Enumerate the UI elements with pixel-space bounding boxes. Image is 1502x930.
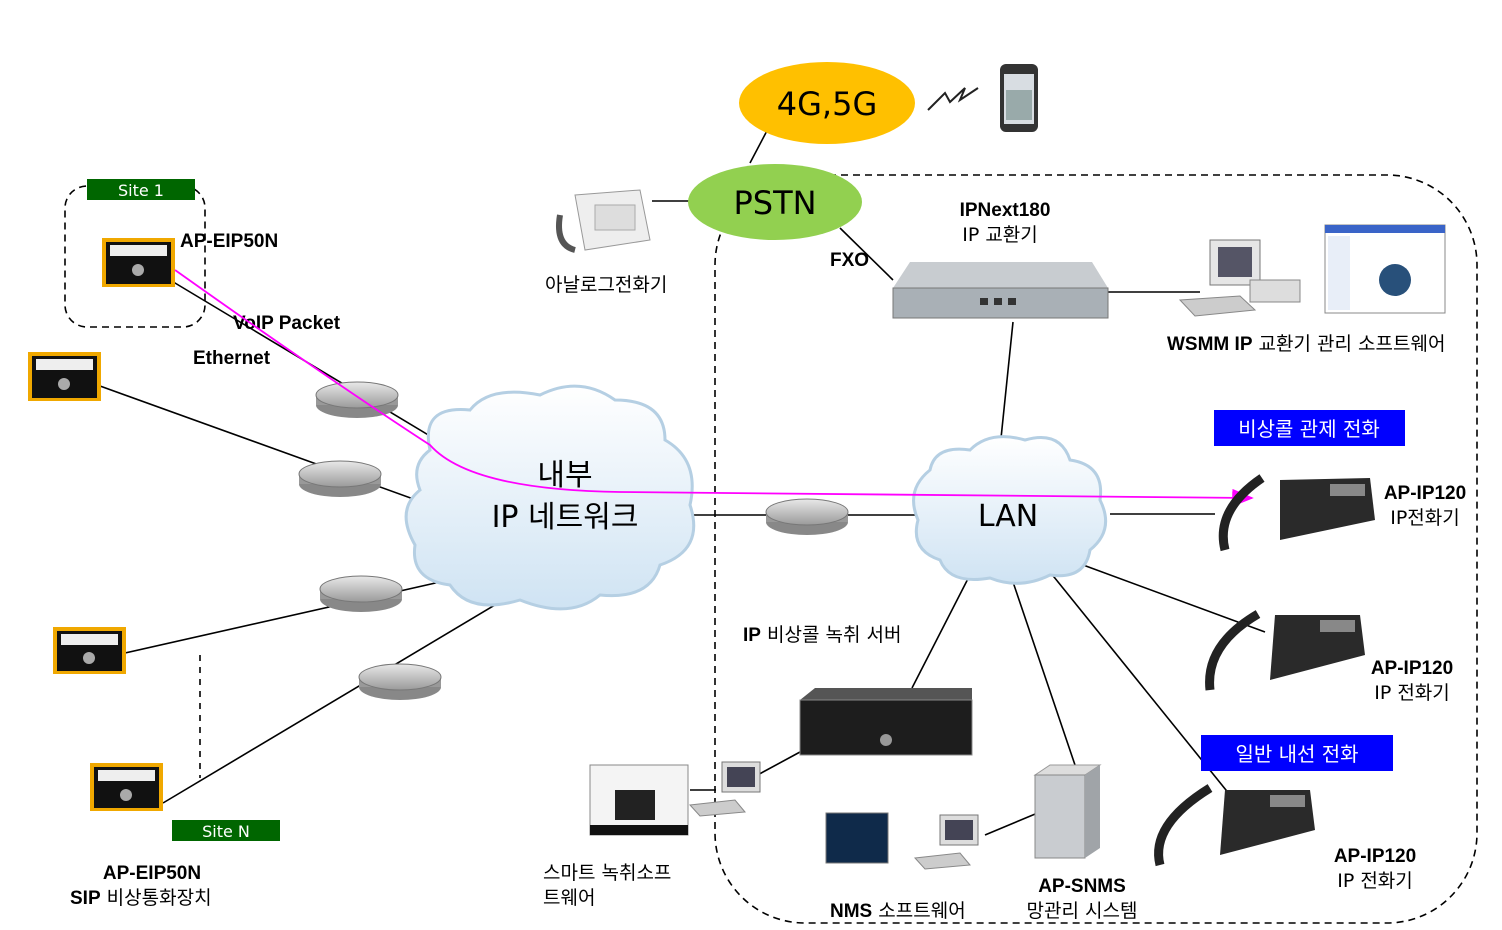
smartphone-icon <box>1000 64 1038 132</box>
router-icon <box>358 663 442 700</box>
phone1-model: AP-IP120 <box>1384 483 1466 504</box>
smart-recording-screenshot <box>589 764 689 836</box>
site1-badge <box>87 179 195 200</box>
site1-label: Site 1 <box>118 181 164 200</box>
recording-server-icon <box>799 688 973 756</box>
phone3-model: AP-IP120 <box>1334 846 1416 867</box>
nms-label: NMS 소프트웨어 <box>830 900 966 922</box>
nms-screenshot <box>825 812 889 864</box>
smart-recording-label-2: 트웨어 <box>543 887 595 909</box>
router-icon <box>298 460 382 497</box>
emergency-call-device-icon <box>28 352 101 401</box>
internal-ip-network-cloud <box>404 384 696 611</box>
snms-desc: 망관리 시스템 <box>1027 900 1138 922</box>
pstn-node <box>688 164 862 240</box>
phone2-model: AP-IP120 <box>1371 658 1453 679</box>
recording-pc-icon <box>688 761 761 817</box>
siteN-badge <box>172 820 280 841</box>
recording-server-label: IP 비상콜 녹취 서버 <box>743 624 901 646</box>
connection-lines <box>99 124 1266 836</box>
ip-pbx-device-icon <box>892 262 1109 319</box>
snms-model: AP-SNMS <box>1038 876 1126 897</box>
snms-server-tower-icon <box>1033 764 1102 859</box>
mobile-network-label: 4G,5G <box>777 85 877 123</box>
nms-pc-icon <box>913 814 979 870</box>
management-pc-icon <box>1178 239 1301 317</box>
voip-packet-label: VoIP Packet <box>233 313 341 334</box>
ethernet-label: Ethernet <box>193 348 271 369</box>
wsmm-label: WSMM IP 교환기 관리 소프트웨어 <box>1167 333 1445 355</box>
mobile-network-node <box>739 62 915 144</box>
bottom-device-model: AP-EIP50N <box>103 863 201 884</box>
fxo-label: FXO <box>830 250 869 271</box>
siteN-label: Site N <box>202 822 250 841</box>
emergency-call-device-icon <box>90 763 163 811</box>
phone1-desc: IP전화기 <box>1390 507 1460 529</box>
phone3-desc: IP 전화기 <box>1337 870 1413 892</box>
router-icon <box>315 381 399 418</box>
emergency-control-label: 비상콜 관제 전화 <box>1238 417 1380 441</box>
pstn-label: PSTN <box>733 184 816 222</box>
emergency-control-badge <box>1214 410 1405 446</box>
ip-phone-icon <box>1154 784 1315 867</box>
voip-packet-path <box>174 269 1254 507</box>
router-icon <box>765 498 849 535</box>
emergency-call-device-icon <box>102 238 175 287</box>
phone2-desc: IP 전화기 <box>1374 682 1450 704</box>
wsmm-software-screenshot <box>1324 224 1446 314</box>
ip-phone-icon <box>1218 474 1375 552</box>
internal-network-label-2: IP 네트워크 <box>492 500 639 535</box>
site1-device-label: AP-EIP50N <box>180 231 278 252</box>
bottom-device-desc: SIP 비상통화장치 <box>70 887 212 909</box>
analog-phone-icon <box>556 189 651 253</box>
general-extension-badge <box>1201 735 1393 771</box>
wireless-signal-icon <box>927 87 979 111</box>
analog-phone-label: 아날로그전화기 <box>545 274 667 296</box>
lan-label: LAN <box>978 499 1038 534</box>
internal-site-boundary <box>714 174 1478 924</box>
smart-recording-label-1: 스마트 녹취소프 <box>543 862 671 884</box>
pbx-name: IPNext180 <box>960 200 1051 221</box>
lan-cloud <box>912 435 1108 585</box>
emergency-call-device-icon <box>53 627 126 674</box>
pbx-desc: IP 교환기 <box>962 224 1038 246</box>
router-icon <box>319 575 403 612</box>
ip-phone-icon <box>1205 610 1365 691</box>
general-extension-label: 일반 내선 전화 <box>1235 742 1358 766</box>
